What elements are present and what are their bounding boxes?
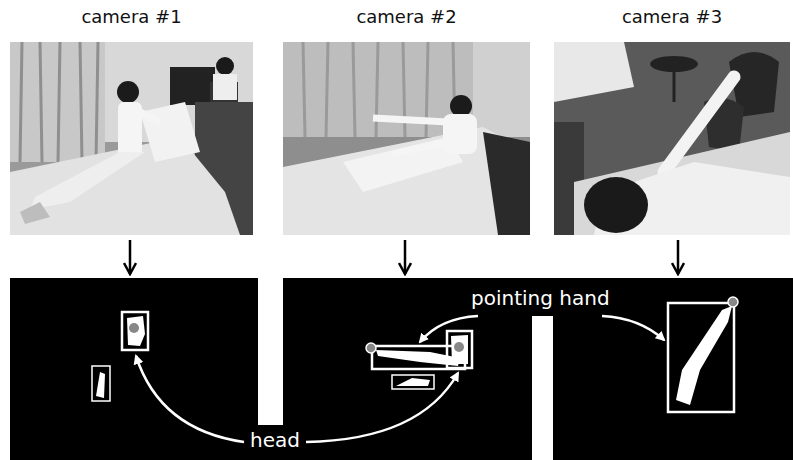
camera-view: camera #1 bbox=[10, 6, 253, 235]
leader-arrow bbox=[602, 316, 664, 340]
camera-photo bbox=[10, 42, 253, 235]
annotation-label: pointing hand bbox=[471, 286, 610, 310]
detection-box bbox=[372, 346, 465, 369]
camera-caption: camera #2 bbox=[283, 6, 530, 27]
camera-view: camera #2 bbox=[283, 6, 530, 235]
panel-gap bbox=[258, 278, 283, 425]
detection-box bbox=[392, 375, 434, 389]
camera-caption: camera #3 bbox=[554, 6, 790, 27]
camera-view: camera #3 bbox=[554, 6, 790, 235]
camera-caption: camera #1 bbox=[10, 6, 253, 27]
camera-photo bbox=[283, 42, 530, 235]
camera-photo bbox=[554, 42, 790, 235]
detection-box bbox=[447, 331, 472, 368]
flow-arrow bbox=[677, 240, 680, 274]
detection-box bbox=[92, 366, 110, 401]
annotation-label: head bbox=[250, 428, 300, 452]
panel-gap bbox=[532, 316, 553, 460]
flow-arrow bbox=[129, 240, 132, 274]
mask-panel bbox=[10, 278, 793, 460]
leader-arrow bbox=[420, 316, 478, 342]
leader-arrow bbox=[306, 373, 458, 442]
flow-arrow bbox=[404, 240, 407, 274]
detection-box bbox=[668, 303, 734, 412]
detection-box bbox=[122, 312, 148, 350]
leader-arrow bbox=[136, 356, 244, 442]
